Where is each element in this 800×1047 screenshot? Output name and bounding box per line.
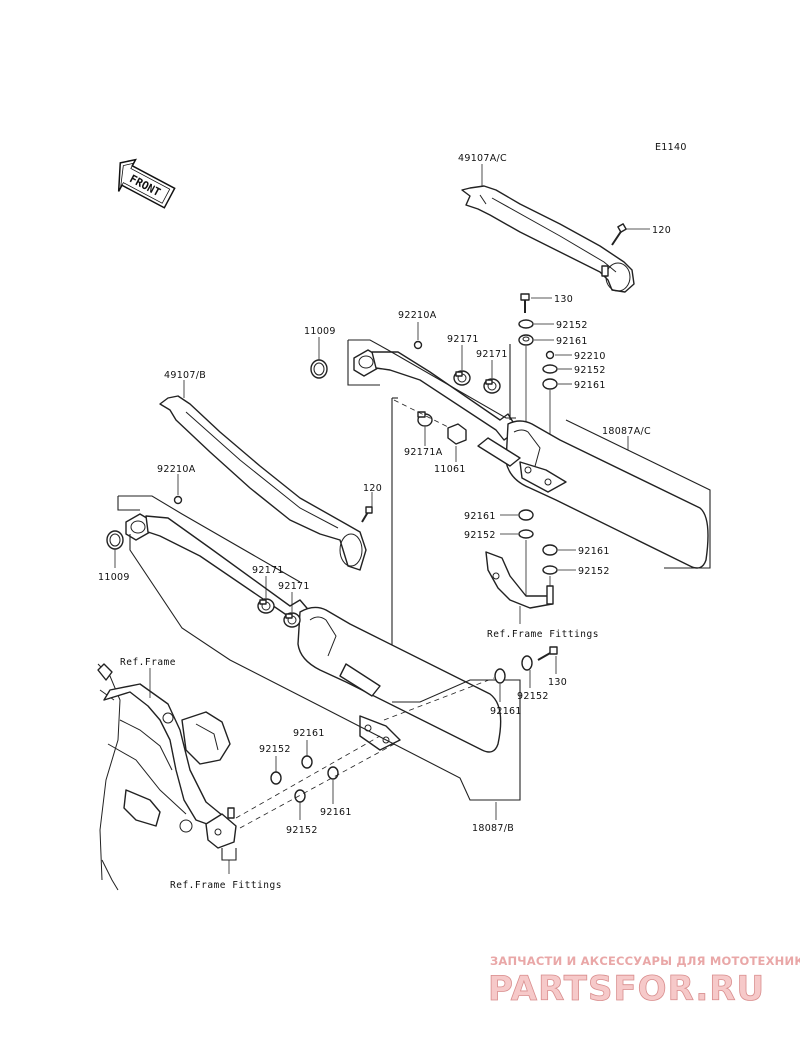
callout-92161-e: 92161	[490, 706, 522, 717]
heat-guard-lower	[159, 395, 367, 571]
watermark: ЗАПЧАСТИ И АКСЕССУАРЫ ДЛЯ МОТОТЕХНИКИ PA…	[488, 954, 800, 1009]
callout-92161-c: 92161	[464, 511, 496, 522]
collar-11061	[447, 423, 467, 445]
muffler-upper	[353, 349, 709, 569]
ref-frame-fittings-right: Ref.Frame Fittings	[487, 629, 599, 640]
frame-fitting-right	[485, 551, 554, 609]
callout-92210A-top: 92210A	[398, 310, 437, 321]
frame-fitting-left	[205, 807, 237, 849]
ref-frame-fittings-left: Ref.Frame Fittings	[170, 880, 282, 891]
washer-92152-a	[518, 319, 534, 329]
watermark-tagline: ЗАПЧАСТИ И АКСЕССУАРЫ ДЛЯ МОТОТЕХНИКИ	[490, 954, 800, 968]
callout-130-lower: 130	[548, 677, 567, 688]
bolt-130-lower	[537, 646, 558, 661]
washer-92152-c	[518, 529, 534, 539]
callout-92161-f: 92161	[293, 728, 325, 739]
callout-92152-c: 92152	[464, 530, 496, 541]
bolt-120-top	[611, 223, 627, 246]
bolt-120-left	[361, 506, 373, 523]
callout-92171-c: 92171	[252, 565, 284, 576]
callout-92161-b: 92161	[574, 380, 606, 391]
clamp-92171-c	[257, 598, 275, 614]
washer-92152-e	[521, 655, 533, 671]
nut-92210	[545, 350, 555, 360]
grommet-92161-b	[542, 378, 558, 390]
callout-92161-a: 92161	[556, 336, 588, 347]
callout-92152-f: 92152	[259, 744, 291, 755]
callout-92171-d: 92171	[278, 581, 310, 592]
bolt-130-top	[520, 293, 530, 313]
nut-92210A-top	[413, 340, 423, 350]
grommet-92161-c	[518, 509, 534, 521]
grommet-92161-d	[542, 544, 558, 556]
callout-92152-b: 92152	[574, 365, 606, 376]
heat-guard-upper	[461, 185, 635, 293]
callout-92171-b: 92171	[476, 349, 508, 360]
clamp-92171A	[417, 411, 433, 427]
callout-11009-left: 11009	[98, 572, 130, 583]
clamp-92171-d	[283, 612, 301, 628]
washer-92152-d	[542, 565, 558, 575]
callout-92161-d: 92161	[578, 546, 610, 557]
callout-92210A-left: 92210A	[157, 464, 196, 475]
callout-92161-g: 92161	[320, 807, 352, 818]
callout-18087AC: 18087A/C	[602, 426, 651, 437]
watermark-brand: PARTSFOR.RU	[488, 969, 765, 1009]
grommet-92161-g	[327, 766, 339, 780]
callout-11009-top: 11009	[304, 326, 336, 337]
callout-92171A: 92171A	[404, 447, 443, 458]
clamp-92171-b	[483, 378, 501, 394]
muffler-lower	[125, 513, 502, 753]
front-direction-arrow: FRONT	[117, 158, 176, 209]
callout-92152-a: 92152	[556, 320, 588, 331]
callout-92152-e: 92152	[517, 691, 549, 702]
callout-130-top: 130	[554, 294, 573, 305]
callout-92210: 92210	[574, 351, 606, 362]
grommet-92161-e	[494, 668, 506, 684]
ref-frame: Ref.Frame	[120, 657, 176, 668]
grommet-92161-f	[301, 755, 313, 769]
grommet-92161-a	[518, 334, 534, 346]
callout-92152-d: 92152	[578, 566, 610, 577]
callout-120-top: 120	[652, 225, 671, 236]
washer-92152-g	[294, 789, 306, 803]
callout-49107B: 49107/B	[164, 370, 206, 381]
callout-11061: 11061	[434, 464, 466, 475]
callout-49107AC: 49107A/C	[458, 153, 507, 164]
washer-92152-b	[542, 364, 558, 374]
callout-92152-g: 92152	[286, 825, 318, 836]
callout-120-left: 120	[363, 483, 382, 494]
motorcycle-frame	[97, 663, 231, 891]
diagram-code: E1140	[655, 142, 687, 153]
washer-92152-f	[270, 771, 282, 785]
callout-18087B: 18087/B	[472, 823, 514, 834]
nut-92210A-left	[173, 495, 183, 505]
clamp-92171-a	[453, 370, 471, 386]
callout-92171-a: 92171	[447, 334, 479, 345]
